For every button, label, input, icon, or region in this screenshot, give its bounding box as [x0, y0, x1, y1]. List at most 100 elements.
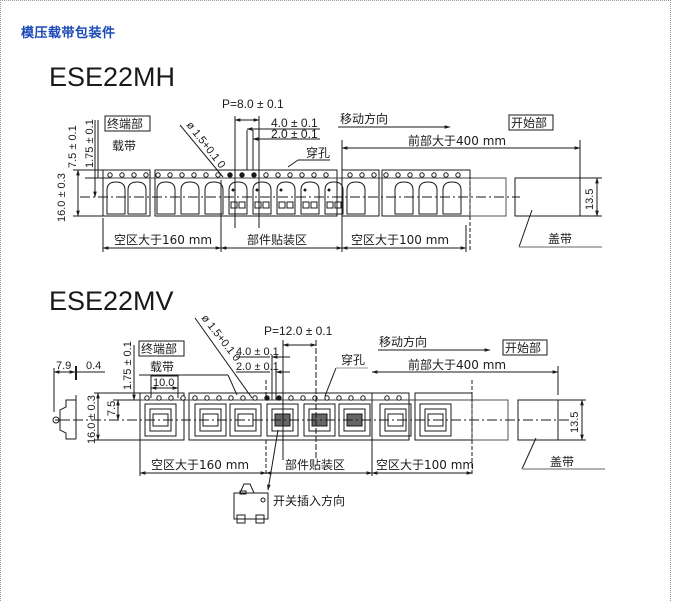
- sprocket-hole: [107, 172, 113, 178]
- mv-dim-7-5: 7.5: [106, 401, 118, 416]
- sprocket-hole: [168, 395, 174, 401]
- pocket-outline: [276, 181, 296, 215]
- pocket: [276, 181, 296, 215]
- mv-mount-zone: 部件贴装区: [285, 457, 345, 472]
- mv-tape-segment: [139, 392, 185, 441]
- sprocket-hole: [300, 395, 306, 401]
- mh-dim-16: 16.0 ± 0.3: [56, 173, 68, 222]
- mv-dim-1-75: 1.75 ± 0.1: [122, 341, 134, 390]
- mh-tape-segment: [102, 169, 151, 217]
- pocket-outline: [252, 181, 272, 215]
- mv-cover-tape-label: 盖带: [550, 455, 574, 469]
- part-terminal: [230, 201, 238, 209]
- pocket: [324, 181, 344, 215]
- sprocket-hole: [348, 395, 354, 401]
- pocket-outline: [180, 181, 200, 215]
- mv-hole-diameter: ø 1.5+0.1 0: [199, 312, 243, 363]
- part-terminal: [310, 201, 318, 209]
- pocket-cavity: [427, 413, 444, 427]
- mv-dim-10: 10.0: [153, 377, 174, 389]
- mh-end-label: 终端部: [107, 116, 143, 131]
- sprocket-hole: [240, 395, 246, 401]
- sprocket-hole: [228, 395, 234, 401]
- pocket-outline: [394, 181, 414, 215]
- mv-labels: P=12.0 ± 0.1 4.0 ± 0.1 2.0 ± 0.1 ø 1.5+0…: [56, 312, 581, 508]
- pocket-outline: [418, 181, 438, 215]
- sprocket-hole: [156, 395, 162, 401]
- mh-labels: P=8.0 ± 0.1 4.0 ± 0.1 2.0 ± 0.1 ø 1.5+0.…: [56, 97, 596, 247]
- mh-dim-4: 4.0 ± 0.1: [271, 116, 318, 130]
- mv-move-direction: 移动方向: [379, 334, 427, 349]
- sprocket-hole: [263, 172, 269, 178]
- sprocket-hole: [216, 395, 222, 401]
- mv-tape-segment: [371, 392, 410, 441]
- mv-start-label-box: [502, 339, 548, 356]
- mv-dim-2: 2.0 ± 0.1: [236, 361, 279, 373]
- sprocket-hole: [251, 172, 257, 178]
- mh-move-direction: 移动方向: [340, 111, 388, 126]
- part-terminal: [238, 201, 246, 209]
- tape-diagrams: P=8.0 ± 0.1 4.0 ± 0.1 2.0 ± 0.1 ø 1.5+0.…: [52, 97, 605, 524]
- pocket: [180, 181, 200, 215]
- mh-hole-diameter: ø 1.5+0.1 0: [184, 119, 228, 170]
- sprocket-hole: [191, 172, 197, 178]
- sprocket-hole: [215, 172, 221, 178]
- sprocket-hole: [299, 172, 305, 178]
- sprocket-hole: [336, 395, 342, 401]
- sprocket-hole: [155, 172, 161, 178]
- mv-dim-16: 16.0 ± 0.3: [86, 395, 98, 444]
- sprocket-hole: [203, 172, 209, 178]
- mh-start-label-box: [508, 114, 554, 131]
- pocket-outline: [300, 181, 320, 215]
- mv-end-label-box: [138, 340, 185, 357]
- sprocket-hole: [395, 172, 401, 178]
- pocket: [127, 181, 147, 215]
- mv-empty-160: 空区大于160 mm: [151, 458, 249, 472]
- mv-dim-4: 4.0 ± 0.1: [236, 346, 279, 358]
- sprocket-hole: [383, 172, 389, 178]
- pocket: [442, 181, 462, 215]
- pocket: [300, 181, 320, 215]
- pocket: [204, 181, 224, 215]
- pocket-cavity: [202, 413, 219, 427]
- part-marker: [279, 188, 283, 192]
- mh-carrier-label: 载带: [112, 139, 136, 153]
- sprocket-hole: [287, 172, 293, 178]
- mv-insert-direction: 开关插入方向: [273, 493, 345, 508]
- pocket: [346, 181, 366, 215]
- sprocket-hole: [180, 395, 186, 401]
- sprocket-hole: [131, 172, 137, 178]
- part-terminal: [254, 201, 262, 209]
- mh-cover-tape-label: 盖带: [548, 232, 572, 246]
- sprocket-hole: [144, 395, 150, 401]
- sprocket-hole: [167, 172, 173, 178]
- sprocket-hole: [276, 395, 282, 401]
- pocket-cavity: [152, 413, 169, 427]
- mv-start-label: 开始部: [505, 340, 541, 355]
- sprocket-hole: [264, 395, 270, 401]
- mh-dim-2: 2.0 ± 0.1: [271, 127, 318, 141]
- mh-start-label: 开始部: [511, 115, 547, 130]
- sprocket-hole: [407, 172, 413, 178]
- mv-dim-13-5: 13.5: [569, 412, 581, 433]
- part-terminal: [326, 201, 334, 209]
- pocket-cavity: [237, 413, 254, 427]
- model-title-mv: ESE22MV: [49, 286, 174, 316]
- part-marker: [231, 188, 235, 192]
- sprocket-hole: [275, 172, 281, 178]
- sprocket-hole: [323, 172, 329, 178]
- section-title: 模压载带包装件: [21, 26, 116, 41]
- mv-hole-label: 穿孔: [341, 352, 365, 367]
- sprocket-hole: [324, 395, 330, 401]
- sprocket-hole: [384, 395, 390, 401]
- mh-empty-100: 空区大于100 mm: [351, 233, 449, 247]
- mh-hole-label: 穿孔: [306, 145, 330, 160]
- sprocket-hole: [252, 395, 258, 401]
- part-terminal: [286, 201, 294, 209]
- pocket-outline: [324, 181, 344, 215]
- mv-pitch-label: P=12.0 ± 0.1: [264, 324, 333, 338]
- sprocket-hole: [204, 395, 210, 401]
- mh-pitch-label: P=8.0 ± 0.1: [222, 97, 284, 111]
- sprocket-hole: [192, 395, 198, 401]
- sprocket-hole: [359, 172, 365, 178]
